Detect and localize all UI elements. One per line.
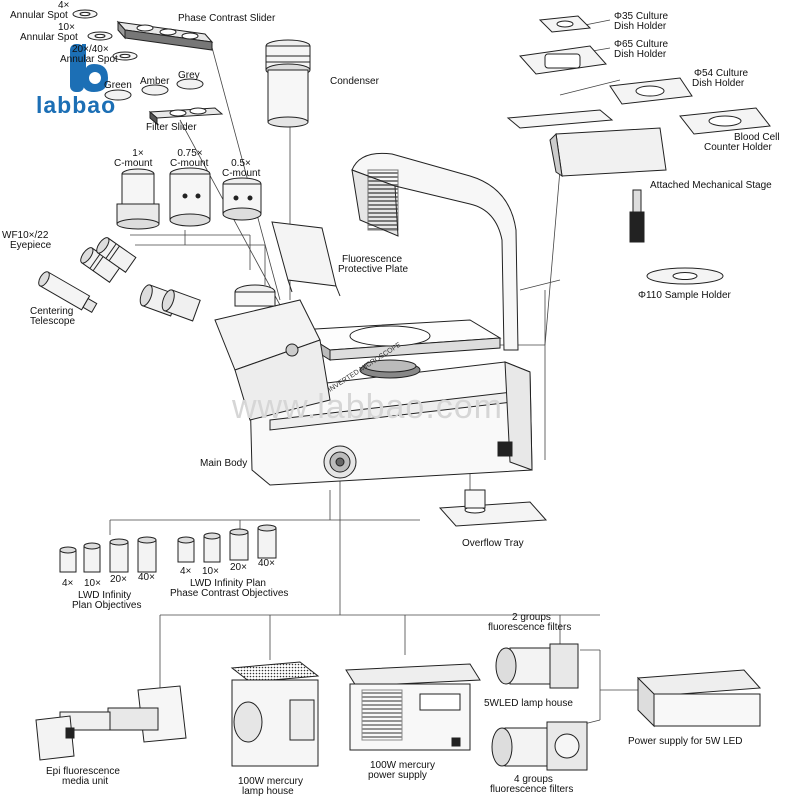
led-lamp-house-2	[495, 643, 579, 689]
mechanical-stage	[506, 109, 667, 243]
cmount-1x-mag: 1×	[132, 148, 144, 159]
pc-obj-4x: 4×	[180, 566, 192, 577]
obj-20x: 20×	[110, 574, 127, 585]
watermark: www.labbao.com	[232, 388, 504, 426]
led-lamp-label: 5WLED lamp house	[484, 698, 573, 709]
obj-40x: 40×	[138, 572, 155, 583]
annular-20x-label: Annular Spot	[60, 54, 118, 65]
epi-fluorescence-unit	[35, 685, 187, 761]
cmount-1x	[116, 168, 160, 230]
mercury-lamp-house	[230, 661, 320, 767]
filter-grey	[176, 78, 204, 90]
epi-label-1: Epi fluorescence	[46, 766, 120, 777]
phase-contrast-slider-label: Phase Contrast Slider	[178, 13, 276, 24]
annular-4x-label: Annular Spot	[10, 10, 68, 21]
filters-2-label-2: fluorescence filters	[488, 622, 572, 633]
pc-obj-10x: 10×	[202, 566, 219, 577]
lwd-phase-objectives	[177, 524, 277, 563]
mercury-power-supply	[345, 663, 481, 751]
annular-spot-10x	[87, 31, 113, 41]
centering-telescope	[38, 271, 98, 313]
logo-text: labbao	[36, 92, 117, 118]
lwd-pc-label-1: LWD Infinity Plan	[190, 578, 266, 589]
lwd-plan-label-2: Plan Objectives	[72, 600, 142, 611]
condenser	[265, 39, 311, 128]
fluor-plate-label-2: Protective Plate	[338, 264, 409, 275]
phase-contrast-slider	[116, 20, 214, 51]
microscope-main-body	[139, 152, 533, 486]
annular-spot-4x	[72, 9, 98, 19]
eyepiece-label-1: WF10×/22	[2, 230, 49, 241]
overflow-tray-label: Overflow Tray	[462, 538, 524, 549]
cmount-075x-mag: 0.75×	[177, 148, 203, 159]
grey-label: Grey	[178, 70, 200, 81]
culture-54-label-1: Φ54 Culture	[694, 68, 749, 79]
annular-10x-label: Annular Spot	[20, 32, 78, 43]
lwd-plan-objectives	[59, 536, 157, 573]
eyepiece-pair	[80, 237, 137, 283]
main-body-label: Main Body	[200, 458, 248, 469]
led-power-label: Power supply for 5W LED	[628, 736, 743, 747]
mercury-lamp-label-2: lamp house	[242, 786, 294, 797]
mechanical-stage-label: Attached Mechanical Stage	[650, 180, 772, 191]
eyepiece-label-2: Eyepiece	[10, 240, 52, 251]
amber-label: Amber	[140, 76, 170, 87]
epi-label-2: media unit	[62, 776, 109, 787]
blood-cell-holder	[679, 107, 771, 135]
cmount-075x	[169, 167, 211, 227]
annular-spot-20x	[112, 51, 138, 61]
blood-cell-label-2: Counter Holder	[704, 142, 772, 153]
annular-20x-mag: 20×/40×	[72, 44, 109, 55]
culture-54-label-2: Dish Holder	[692, 78, 745, 89]
filter-slider-label: Filter Slider	[146, 122, 197, 133]
culture-65-holder	[519, 45, 607, 75]
culture-35-label-1: Φ35 Culture	[614, 11, 669, 22]
obj-10x: 10×	[84, 578, 101, 589]
culture-35-holder	[538, 15, 592, 33]
overflow-tray	[438, 489, 548, 527]
led-power-supply	[636, 669, 762, 728]
filter-amber	[141, 84, 169, 96]
culture-54-holder	[609, 77, 693, 105]
culture-65-label-2: Dish Holder	[614, 49, 667, 60]
filters-4-label-2: fluorescence filters	[490, 784, 574, 795]
cmount-05x-mag: 0.5×	[231, 158, 251, 169]
cmount-05x-label: C-mount	[222, 168, 261, 179]
filter-green	[104, 89, 132, 101]
lwd-plan-label-1: LWD Infinity	[78, 590, 132, 601]
blood-cell-label-1: Blood Cell	[734, 132, 780, 143]
filters-2-label-1: 2 groups	[512, 612, 551, 623]
green-label: Green	[104, 80, 132, 91]
culture-65-label-1: Φ65 Culture	[614, 39, 669, 50]
cmount-05x	[222, 177, 262, 221]
labbao-logo	[70, 44, 108, 92]
fluorescence-protective-plate	[271, 221, 341, 297]
led-lamp-house-4	[491, 721, 588, 771]
annular-10x-mag: 10×	[58, 22, 75, 33]
pc-obj-40x: 40×	[258, 558, 275, 569]
sample-holder-110	[646, 267, 724, 285]
mercury-lamp-label-1: 100W mercury	[238, 776, 304, 787]
mercury-ps-label-1: 100W mercury	[370, 760, 436, 771]
filters-4-label-1: 4 groups	[514, 774, 553, 785]
mercury-ps-label-2: power supply	[368, 770, 427, 781]
obj-4x: 4×	[62, 578, 74, 589]
filter-slider	[148, 107, 224, 126]
condenser-label: Condenser	[330, 76, 379, 87]
centering-label-1: Centering	[30, 306, 74, 317]
annular-4x-mag: 4×	[58, 0, 70, 11]
cmount-075x-label: C-mount	[170, 158, 209, 169]
pc-obj-20x: 20×	[230, 562, 247, 573]
centering-label-2: Telescope	[30, 316, 76, 327]
sample-holder-label: Φ110 Sample Holder	[638, 290, 731, 301]
cmount-1x-label: C-mount	[114, 158, 153, 169]
lwd-pc-label-2: Phase Contrast Objectives	[170, 588, 289, 599]
culture-35-label-2: Dish Holder	[614, 21, 667, 32]
fluor-plate-label-1: Fluorescence	[342, 254, 403, 265]
